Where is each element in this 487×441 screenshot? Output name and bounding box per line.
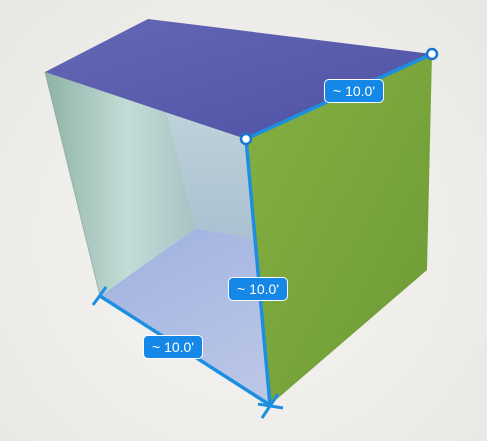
measurement-label-bottom-edge[interactable]: ~ 10.0' xyxy=(143,335,203,359)
measurement-label-vertical-edge[interactable]: ~ 10.0' xyxy=(228,277,288,301)
measurement-value: ~ 10.0' xyxy=(237,281,279,297)
endpoint-tick-left[interactable] xyxy=(91,286,108,306)
top-face xyxy=(45,19,432,139)
endpoint-handle-top-right[interactable] xyxy=(425,47,439,61)
endpoint-tick-bottom[interactable] xyxy=(257,393,284,419)
measurement-value: ~ 10.0' xyxy=(333,83,375,99)
measure-line-vertical[interactable] xyxy=(244,138,272,406)
endpoint-handle-top-front[interactable] xyxy=(239,132,253,146)
measurement-value: ~ 10.0' xyxy=(152,339,194,355)
measurement-label-top-edge[interactable]: ~ 10.0' xyxy=(324,79,384,103)
right-face xyxy=(246,54,432,405)
